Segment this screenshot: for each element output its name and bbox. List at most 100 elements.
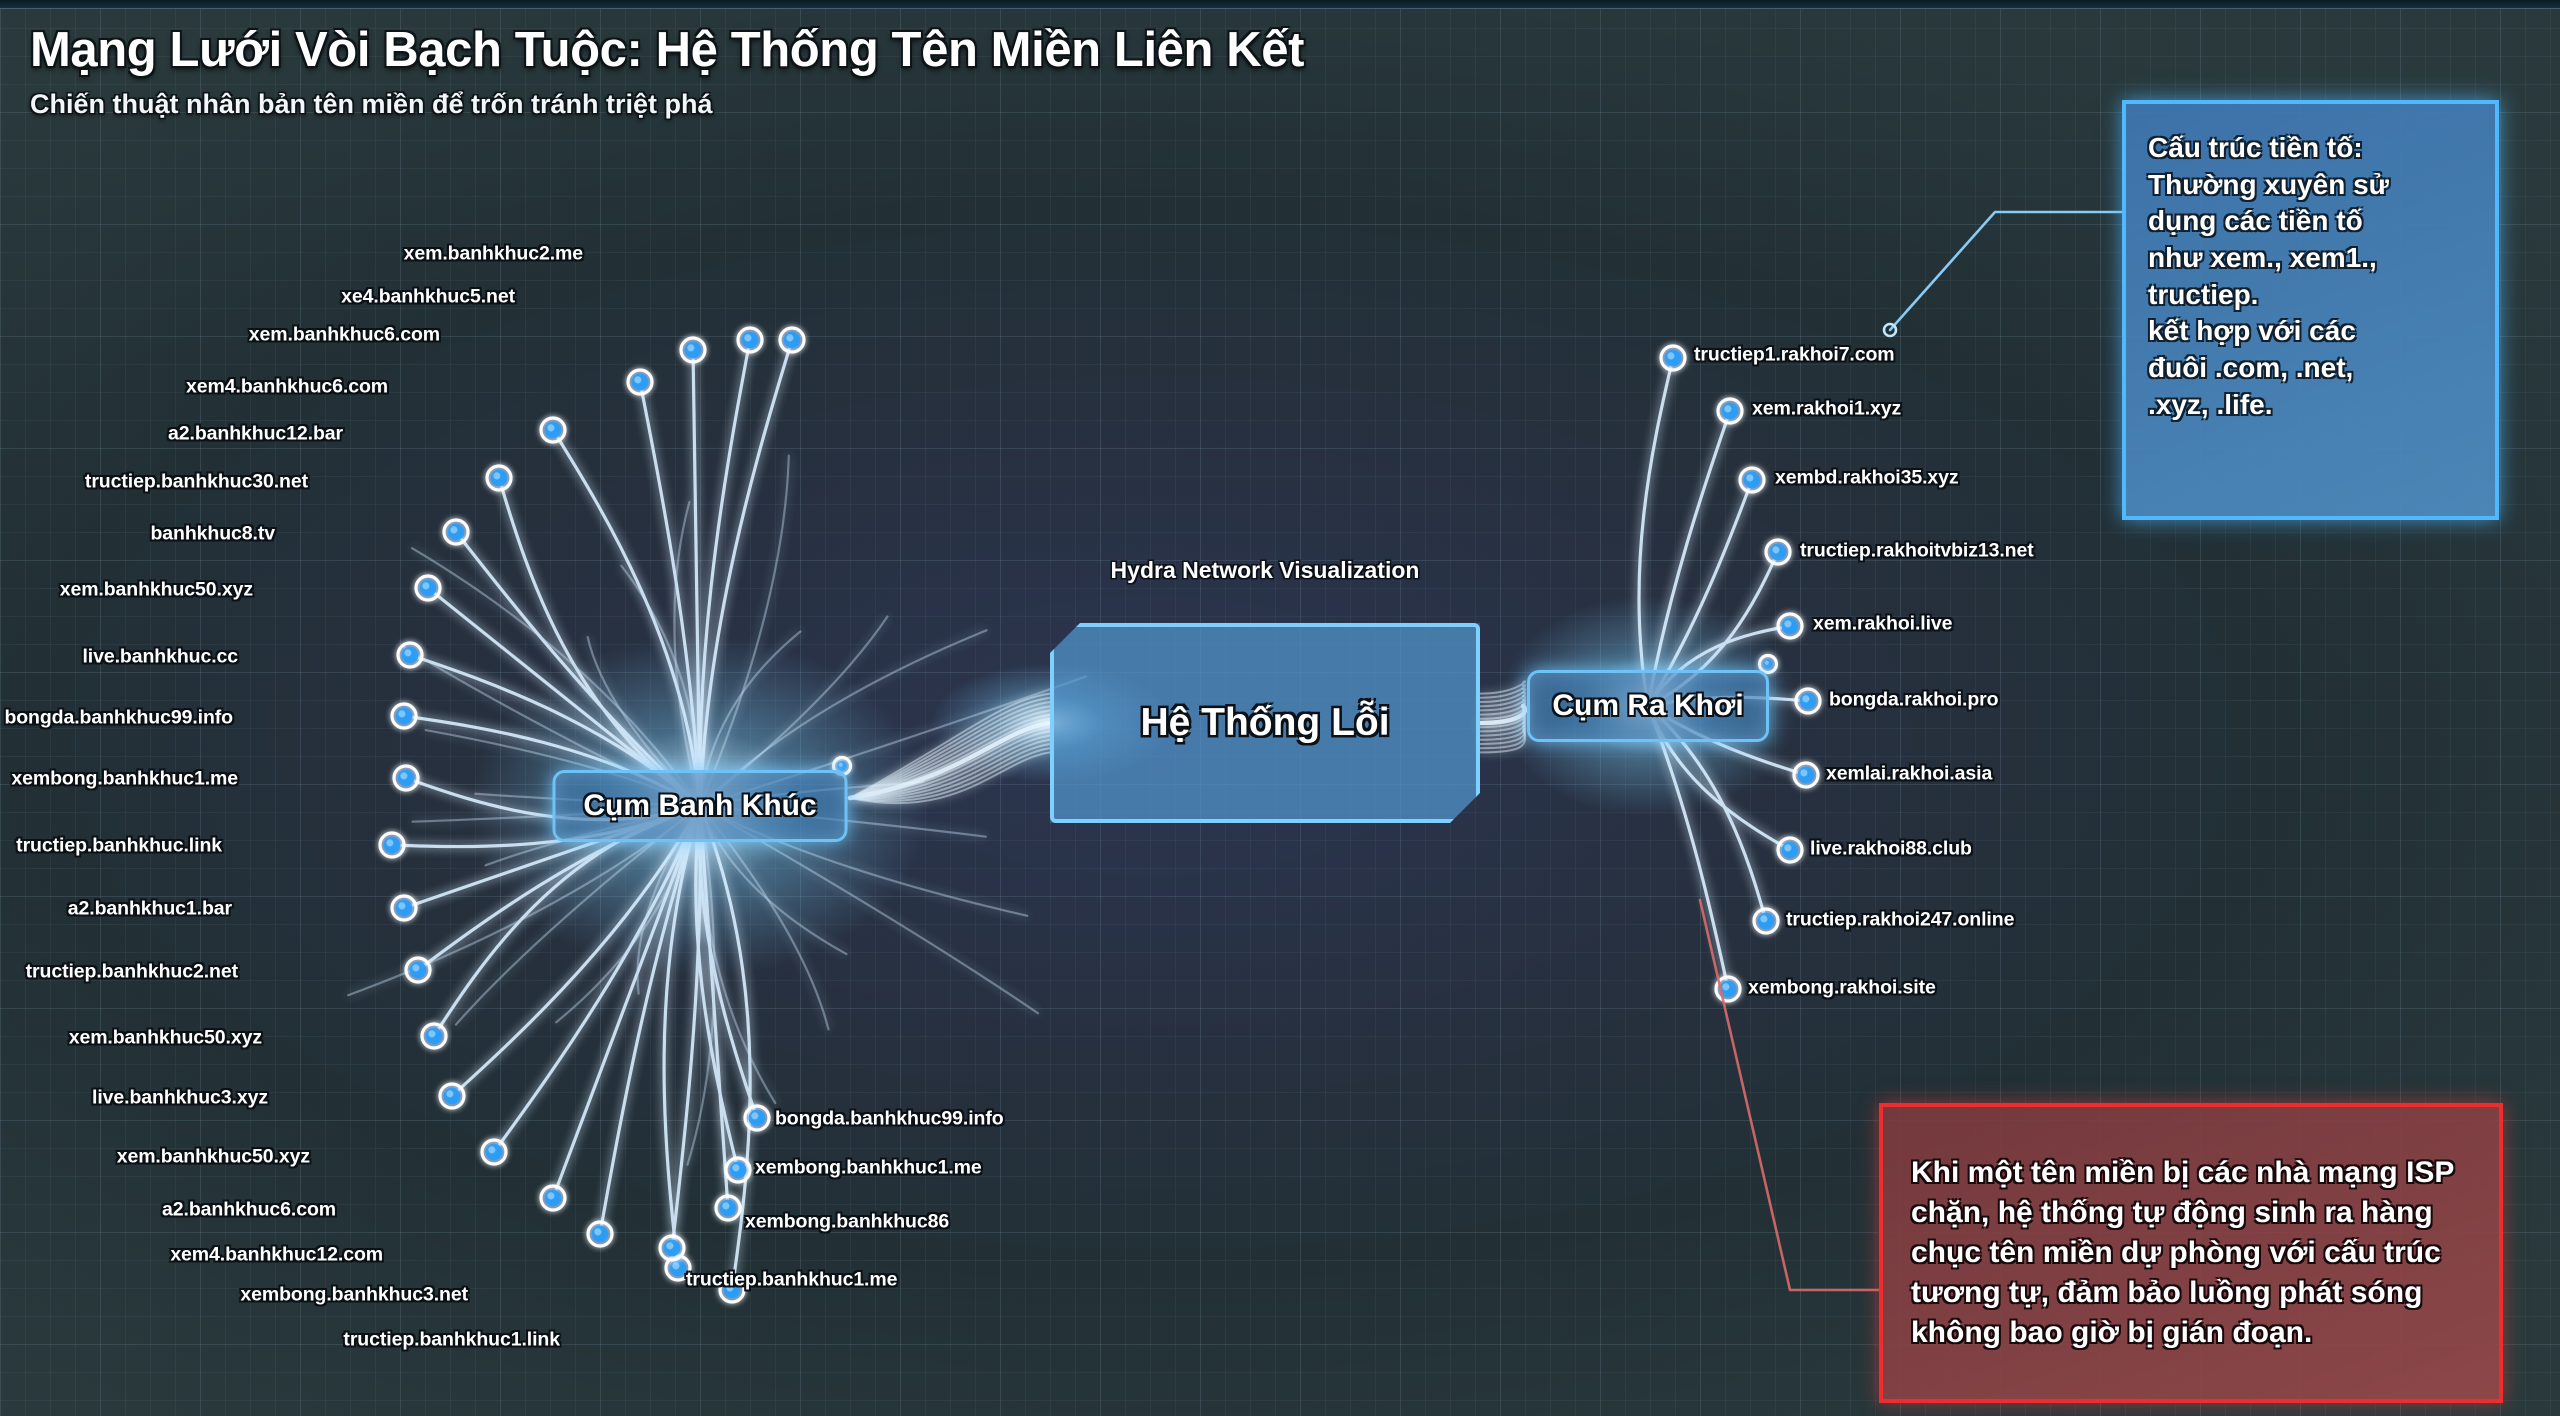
- domain-node-dot-left[interactable]: [442, 518, 470, 546]
- network-edge: [698, 338, 794, 808]
- domain-label-left[interactable]: xem4.banhkhuc6.com: [186, 375, 388, 398]
- domain-label-left[interactable]: xem.banhkhuc50.xyz: [59, 578, 253, 601]
- network-edge: [691, 348, 702, 808]
- domain-label-right[interactable]: live.rakhoi88.club: [1810, 837, 1972, 860]
- domain-label-left[interactable]: tructiep.banhkhuc30.net: [84, 470, 308, 493]
- network-edge-decor: [686, 804, 716, 1166]
- domain-label-right[interactable]: tructiep1.rakhoi7.com: [1694, 343, 1895, 366]
- domain-node-dot-right[interactable]: [1776, 836, 1804, 864]
- domain-node-dot-left[interactable]: [679, 336, 707, 364]
- network-edge: [697, 804, 759, 1120]
- network-edge-decor: [410, 547, 702, 808]
- domain-node-dot-left[interactable]: [778, 326, 806, 354]
- domain-label-left[interactable]: live.banhkhuc.cc: [82, 645, 238, 668]
- domain-node-dot-left[interactable]: [724, 1156, 752, 1184]
- domain-label-left[interactable]: xembong.banhkhuc3.net: [240, 1283, 468, 1306]
- domain-label-left[interactable]: xembong.banhkhuc1.me: [755, 1156, 982, 1179]
- domain-node-dot-left[interactable]: [392, 764, 420, 792]
- domain-label-right[interactable]: tructiep.rakhoi247.online: [1786, 908, 2015, 931]
- domain-node-dot-left[interactable]: [396, 641, 424, 669]
- cluster-anchor-dot-right[interactable]: [1757, 653, 1779, 675]
- domain-label-left[interactable]: tructiep.banhkhuc1.me: [686, 1268, 898, 1291]
- domain-node-dot-right[interactable]: [1752, 907, 1780, 935]
- domain-label-left[interactable]: live.banhkhuc3.xyz: [92, 1086, 268, 1109]
- domain-label-left[interactable]: bongda.banhkhuc99.info: [775, 1107, 1004, 1130]
- domain-node-dot-right[interactable]: [1659, 344, 1687, 372]
- network-edge: [694, 804, 740, 1172]
- domain-node-dot-left[interactable]: [480, 1138, 508, 1166]
- domain-node-dot-left[interactable]: [420, 1022, 448, 1050]
- network-edge-decor: [673, 500, 702, 808]
- domain-label-left[interactable]: xem.banhkhuc50.xyz: [68, 1026, 262, 1049]
- domain-node-dot-right[interactable]: [1714, 975, 1742, 1003]
- domain-label-left[interactable]: a2.banhkhuc1.bar: [67, 897, 232, 920]
- domain-node-dot-right[interactable]: [1792, 761, 1820, 789]
- network-edge: [551, 428, 702, 808]
- domain-label-right[interactable]: xem.rakhoi1.xyz: [1752, 397, 1902, 420]
- domain-node-dot-left[interactable]: [664, 1254, 692, 1282]
- network-edge-decor: [698, 804, 777, 1105]
- domain-node-dot-left[interactable]: [539, 416, 567, 444]
- trunk-edge-left: [849, 701, 1051, 799]
- domain-node-dot-left[interactable]: [743, 1104, 771, 1132]
- domain-label-left[interactable]: xembong.banhkhuc1.me: [11, 767, 238, 790]
- cluster-node-banh-khuc[interactable]: Cụm Banh Khúc: [552, 770, 848, 842]
- core-node-box[interactable]: Hệ Thống Lỗi: [1050, 623, 1480, 823]
- trunk-edge-left: [849, 705, 1051, 799]
- domain-node-dot-right[interactable]: [1764, 538, 1792, 566]
- domain-node-dot-left[interactable]: [626, 368, 654, 396]
- trunk-edge-left: [847, 720, 1053, 801]
- domain-label-left[interactable]: xem4.banhkhuc12.com: [170, 1243, 383, 1266]
- domain-label-right[interactable]: xemlai.rakhoi.asia: [1826, 762, 1993, 785]
- domain-node-dot-left[interactable]: [378, 831, 406, 859]
- network-edge-decor: [698, 454, 790, 808]
- trunk-edge-left: [849, 709, 1051, 799]
- trunk-edge-right: [1479, 688, 1527, 703]
- domain-node-dot-right[interactable]: [1716, 397, 1744, 425]
- domain-node-dot-left[interactable]: [736, 326, 764, 354]
- domain-label-left[interactable]: xembong.banhkhuc86: [745, 1210, 950, 1233]
- domain-label-left[interactable]: tructiep.banhkhuc1.link: [343, 1328, 560, 1351]
- domain-label-left[interactable]: a2.banhkhuc6.com: [162, 1198, 336, 1221]
- trunk-edge-left: [849, 734, 1051, 799]
- domain-label-right[interactable]: xembong.rakhoi.site: [1748, 976, 1936, 999]
- domain-node-dot-left[interactable]: [714, 1194, 742, 1222]
- core-node[interactable]: Hydra Network Visualization Hệ Thống Lỗi: [1050, 557, 1480, 823]
- domain-node-dot-left[interactable]: [390, 894, 418, 922]
- domain-label-right[interactable]: bongda.rakhoi.pro: [1829, 688, 1999, 711]
- domain-node-dot-right[interactable]: [1738, 466, 1766, 494]
- cluster-node-ra-khoi[interactable]: Cụm Ra Khơi: [1527, 670, 1769, 742]
- domain-node-dot-left[interactable]: [539, 1184, 567, 1212]
- domain-label-left[interactable]: tructiep.banhkhuc.link: [16, 834, 222, 857]
- domain-node-dot-right[interactable]: [1794, 687, 1822, 715]
- trunk-edge-right: [1479, 711, 1526, 733]
- domain-label-right[interactable]: xem.rakhoi.live: [1813, 612, 1953, 635]
- domain-label-left[interactable]: a2.banhkhuc12.bar: [168, 422, 343, 445]
- domain-label-left[interactable]: xem.banhkhuc2.me: [403, 242, 583, 265]
- domain-node-dot-left[interactable]: [390, 702, 418, 730]
- domain-label-left[interactable]: xe4.banhkhuc5.net: [341, 285, 515, 308]
- domain-node-dot-left[interactable]: [586, 1220, 614, 1248]
- trunk-edge-right: [1479, 718, 1527, 741]
- core-caption: Hydra Network Visualization: [1110, 557, 1420, 583]
- domain-label-right[interactable]: xembd.rakhoi35.xyz: [1775, 466, 1959, 489]
- network-edge: [454, 530, 702, 808]
- trunk-edge-right: [1479, 721, 1527, 745]
- domain-label-left[interactable]: bongda.banhkhuc99.info: [4, 706, 233, 729]
- domain-node-dot-left[interactable]: [658, 1234, 686, 1262]
- domain-label-left[interactable]: tructiep.banhkhuc2.net: [25, 960, 238, 983]
- domain-node-dot-left[interactable]: [438, 1082, 466, 1110]
- domain-node-dot-left[interactable]: [485, 464, 513, 492]
- domain-label-left[interactable]: banhkhuc8.tv: [150, 522, 276, 545]
- domain-node-dot-left[interactable]: [404, 956, 432, 984]
- domain-label-left[interactable]: xem.banhkhuc6.com: [248, 323, 440, 346]
- trunk-edge-left: [849, 696, 1051, 799]
- domain-node-dot-right[interactable]: [1776, 612, 1804, 640]
- domain-node-dot-left[interactable]: [414, 574, 442, 602]
- domain-node-dot-left[interactable]: [718, 1276, 746, 1304]
- domain-label-right[interactable]: tructiep.rakhoitvbiz13.net: [1800, 539, 2034, 562]
- domain-label-left[interactable]: xem.banhkhuc50.xyz: [116, 1145, 310, 1168]
